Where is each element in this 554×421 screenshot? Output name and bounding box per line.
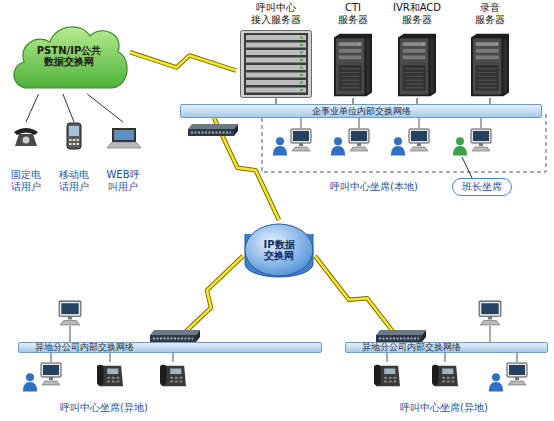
node-label: 异地分公司内部交换网络	[362, 342, 461, 352]
region-label: 呼叫中心坐席(异地)	[60, 402, 148, 414]
desk-phone-icon	[374, 365, 400, 386]
network-switch	[150, 330, 200, 342]
connector-line	[87, 94, 123, 122]
pc-icon	[291, 129, 311, 151]
pc-icon	[349, 129, 369, 151]
local-seats	[188, 112, 546, 178]
connector-line	[63, 94, 74, 122]
node-label: IP数据 交换网	[258, 239, 300, 262]
drop-wire	[301, 118, 481, 128]
pc-icon	[507, 363, 527, 385]
region-label: 呼叫中心坐席(异地)	[400, 402, 488, 414]
desk-phone-icon	[432, 365, 458, 386]
ip-network: IP数据 交换网	[243, 220, 315, 280]
lightning-link	[130, 52, 236, 70]
server-node: CTI 服务器	[322, 0, 384, 98]
node-label: IVR和ACD 服务器	[386, 2, 448, 25]
lightning-link	[175, 256, 243, 342]
agent-icon	[273, 137, 287, 155]
node-label: PSTN/IP公共 数据交换网	[28, 45, 110, 68]
network-cloud: PSTN/IP公共 数据交换网	[8, 18, 130, 94]
server-node: IVR和ACD 服务器	[384, 0, 450, 98]
node-label: 企事业单位内部交换网络	[312, 106, 411, 116]
agent-icon	[23, 373, 37, 391]
server-node: 录音 服务器	[455, 0, 525, 98]
cylinder-face	[245, 224, 313, 276]
desk-phone-icon	[97, 365, 123, 386]
fixed-phone-icon	[14, 128, 38, 146]
agent-icon	[331, 137, 345, 155]
agent-icon	[391, 137, 405, 155]
lightning-outline	[130, 52, 236, 70]
node-label: 异地分公司内部交换网络	[35, 342, 134, 352]
network-switch	[188, 124, 238, 136]
lightning-outline	[175, 256, 243, 342]
network-line	[63, 94, 74, 122]
pc-icon	[409, 129, 429, 151]
lightning-stroke	[315, 256, 401, 342]
node-label: 录音 服务器	[470, 2, 510, 25]
laptop-icon	[107, 128, 141, 148]
pc-icon	[59, 301, 81, 325]
pc-icon	[479, 301, 501, 325]
leader-line	[462, 157, 472, 178]
network-line	[26, 94, 39, 122]
network-band: 企事业单位内部交换网络	[180, 104, 542, 118]
supervisor-badge: 班长坐席	[452, 178, 512, 196]
server-icons	[241, 31, 510, 98]
lightning-stroke	[175, 256, 243, 342]
network-switch	[376, 330, 426, 342]
agent-icon	[489, 373, 503, 391]
lightning-outline	[315, 256, 401, 342]
node-label: WEB呼 叫用户	[101, 169, 145, 192]
user-device: 移动电 话用户	[52, 122, 96, 192]
node-label: 移动电 话用户	[52, 169, 96, 192]
network-band: 异地分公司内部交换网络	[345, 342, 548, 353]
node-label: 呼叫中心 接入服务器	[245, 2, 307, 25]
tower-server	[398, 34, 436, 97]
lightning-stroke	[130, 52, 236, 70]
dashed-group-outline	[262, 112, 546, 172]
mobile-phone-icon	[67, 123, 81, 149]
node-label: 班长坐席	[462, 181, 502, 193]
region-label: 呼叫中心坐席(本地)	[330, 181, 418, 193]
lightning-link	[315, 256, 401, 342]
rack-server	[241, 31, 312, 98]
tower-server	[471, 34, 509, 97]
network-band: 异地分公司内部交换网络	[18, 342, 322, 353]
network-line	[87, 94, 123, 122]
node-label: 固定电 话用户	[4, 169, 48, 192]
cloud-shape	[14, 27, 127, 88]
desk-phone-icon	[160, 365, 186, 386]
user-device: WEB呼 叫用户	[98, 122, 148, 192]
supervisor-icon	[453, 137, 467, 155]
user-device: 固定电 话用户	[2, 122, 50, 192]
pc-icon	[471, 129, 491, 151]
connector-line	[26, 94, 39, 122]
server-node: 呼叫中心 接入服务器	[236, 0, 316, 98]
node-label: CTI 服务器	[333, 2, 373, 25]
tower-server	[334, 34, 372, 97]
pc-icon	[41, 363, 61, 385]
user-devices	[14, 123, 141, 149]
